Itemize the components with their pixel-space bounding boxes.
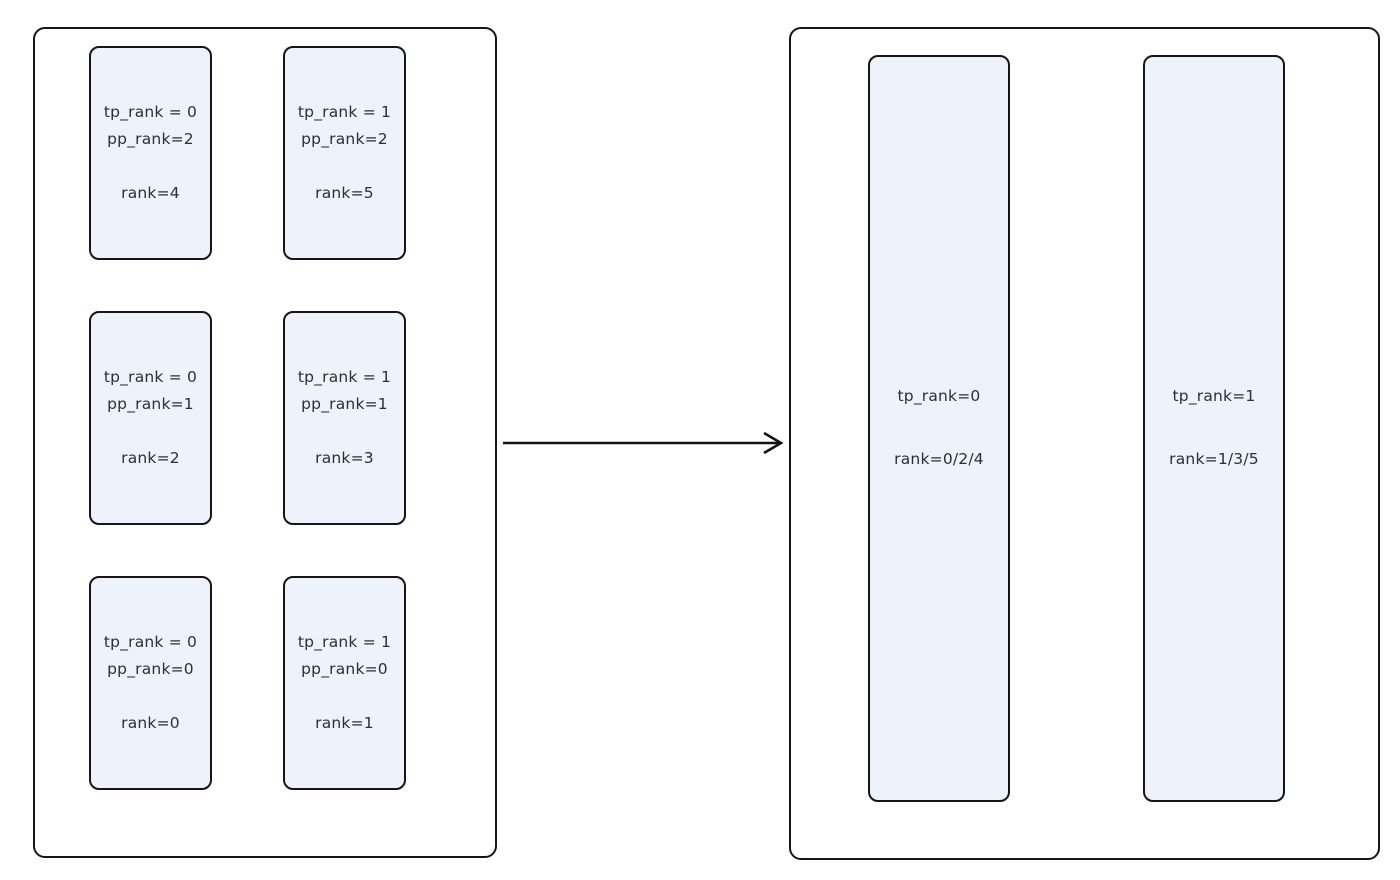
arrow-right-icon xyxy=(503,431,784,455)
gpu-box-label: tp_rank = 1 pp_rank=0 rank=1 xyxy=(297,633,392,732)
right-group-container: tp_rank=0 rank=0/2/4 tp_rank=1 rank=1/3/… xyxy=(789,27,1380,860)
gpu-box-label: tp_rank = 1 pp_rank=2 rank=5 xyxy=(297,103,392,202)
gpu-box-label: tp_rank = 0 pp_rank=1 rank=2 xyxy=(103,368,198,467)
merged-box-label: tp_rank=1 rank=1/3/5 xyxy=(1169,387,1259,469)
gpu-box-rank-3: tp_rank = 1 pp_rank=1 rank=3 xyxy=(283,311,406,525)
gpu-box-rank-4: tp_rank = 0 pp_rank=2 rank=4 xyxy=(89,46,212,260)
merged-box-label: tp_rank=0 rank=0/2/4 xyxy=(894,387,984,469)
gpu-box-label: tp_rank = 0 pp_rank=2 rank=4 xyxy=(103,103,198,202)
left-group-container: tp_rank = 0 pp_rank=2 rank=4 tp_rank = 1… xyxy=(33,27,497,858)
gpu-box-rank-5: tp_rank = 1 pp_rank=2 rank=5 xyxy=(283,46,406,260)
gpu-box-label: tp_rank = 0 pp_rank=0 rank=0 xyxy=(103,633,198,732)
merged-box-tp-1: tp_rank=1 rank=1/3/5 xyxy=(1143,55,1285,802)
gpu-box-label: tp_rank = 1 pp_rank=1 rank=3 xyxy=(297,368,392,467)
gpu-box-rank-2: tp_rank = 0 pp_rank=1 rank=2 xyxy=(89,311,212,525)
merged-box-tp-0: tp_rank=0 rank=0/2/4 xyxy=(868,55,1010,802)
gpu-box-rank-1: tp_rank = 1 pp_rank=0 rank=1 xyxy=(283,576,406,790)
gpu-box-rank-0: tp_rank = 0 pp_rank=0 rank=0 xyxy=(89,576,212,790)
